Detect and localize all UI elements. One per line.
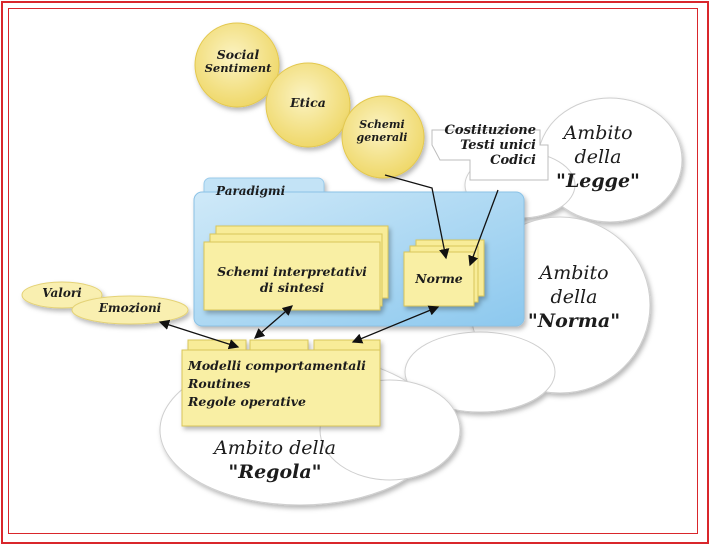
schemi-interpretativi-label: Schemi interpretativi di sintesi	[217, 264, 367, 296]
ellipse-emozioni	[71, 295, 189, 325]
legge-stack-shape	[431, 129, 549, 181]
arrow-regola-to-norme	[351, 305, 440, 344]
ambito-norma-label: Ambito della "Norma"	[527, 262, 621, 332]
arrow-regola-to-schemi	[254, 305, 293, 339]
arrow-codici-to-norme	[468, 189, 499, 267]
emozioni-label: Emozioni	[98, 301, 162, 315]
regola-items: Modelli comportamentali Routines Regole …	[188, 358, 366, 410]
circle-social-sentiment-label: Social Sentiment	[204, 47, 272, 76]
norme-label: Norme	[415, 271, 463, 286]
inner-frame	[8, 8, 698, 534]
circle-etica-label: Etica	[290, 95, 326, 110]
circle-etica	[265, 62, 351, 148]
valori-label: Valori	[42, 286, 82, 300]
ambito-legge-label: Ambito della "Legge"	[556, 122, 640, 192]
schemi-interpretativi-stack	[203, 225, 389, 311]
circle-schemi-generali	[341, 95, 425, 179]
legge-items: Costituzione Testi unici Codici	[444, 123, 536, 168]
circle-social-sentiment	[194, 22, 280, 108]
norme-stack	[403, 239, 485, 307]
ellipse-valori	[21, 281, 103, 309]
connectors	[158, 174, 499, 350]
ambito-regola-label: Ambito della "Regola"	[214, 437, 336, 483]
arrow-emozioni-to-regola	[158, 319, 240, 350]
circle-schemi-generali-label: Schemi generali	[356, 118, 408, 144]
arrow-schemi-to-norme	[384, 174, 450, 260]
paradigmi-label: Paradigmi	[216, 184, 286, 198]
